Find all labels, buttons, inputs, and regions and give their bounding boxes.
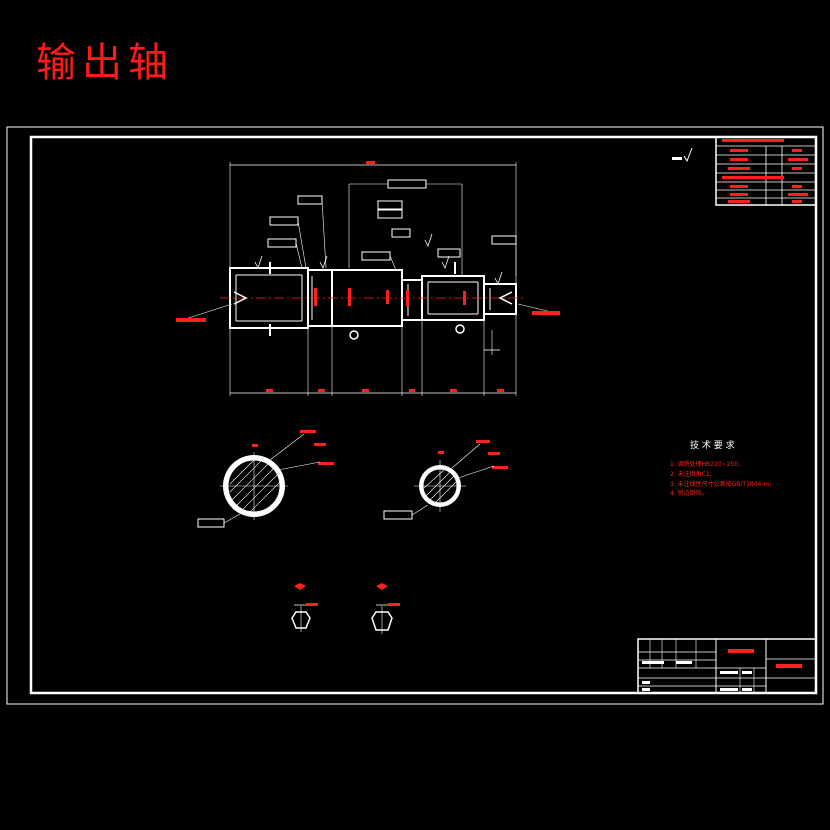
detail-view-left [291, 583, 318, 632]
technical-requirements: 技 术 要 求 1. 调质处理HB220~250; 2. 未注倒角C1; 3. … [670, 439, 771, 497]
section-view-left [197, 430, 334, 528]
section-view-right [383, 440, 508, 520]
tech-req-item-2: 2. 未注倒角C1; [670, 470, 712, 478]
detail-view-right [371, 583, 400, 634]
general-roughness-mark [672, 147, 693, 163]
tech-req-item-4: 4. 锐边倒钝。 [670, 489, 708, 497]
tech-req-item-3: 3. 未注线性尺寸公差按GB/T1804-m; [670, 480, 771, 488]
shaft-main-view [175, 161, 561, 396]
tech-req-item-1: 1. 调质处理HB220~250; [670, 460, 740, 468]
tech-req-heading: 技 术 要 求 [690, 439, 735, 451]
title-block [637, 638, 817, 694]
inner-frame-border [29, 135, 818, 695]
outer-sheet-border [6, 126, 824, 705]
drawing-title: 输出轴 [36, 40, 174, 86]
gear-parameter-table [715, 136, 817, 206]
